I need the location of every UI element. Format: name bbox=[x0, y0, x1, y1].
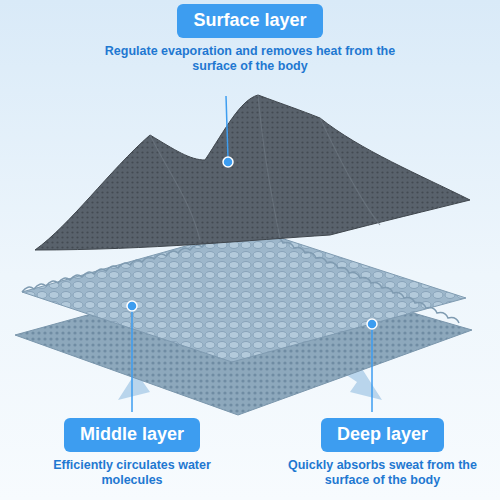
layer-heading: Deep layer bbox=[321, 418, 444, 452]
leader-dot bbox=[367, 319, 377, 329]
layer-description: Efficiently circulates water molecules bbox=[32, 458, 232, 489]
leader-dot bbox=[223, 157, 233, 167]
layer-description: Quickly absorbs sweat from the surface o… bbox=[275, 458, 490, 489]
layer-heading: Middle layer bbox=[64, 418, 200, 452]
leader-dot bbox=[127, 301, 137, 311]
middle-layer-callout: Middle layerEfficiently circulates water… bbox=[32, 418, 232, 489]
layer-heading: Surface layer bbox=[177, 4, 322, 38]
leader-line bbox=[371, 328, 373, 412]
cloth-fold bbox=[150, 95, 380, 240]
surface-layer-callout: Surface layerRegulate evaporation and re… bbox=[95, 4, 405, 75]
leader-line bbox=[226, 96, 228, 158]
deep-layer-callout: Deep layerQuickly absorbs sweat from the… bbox=[275, 418, 490, 489]
layer-description: Regulate evaporation and removes heat fr… bbox=[95, 44, 405, 75]
leader-line bbox=[131, 310, 133, 412]
surface-layer-cloth bbox=[35, 95, 470, 250]
middle-layer-edge bbox=[250, 228, 459, 323]
